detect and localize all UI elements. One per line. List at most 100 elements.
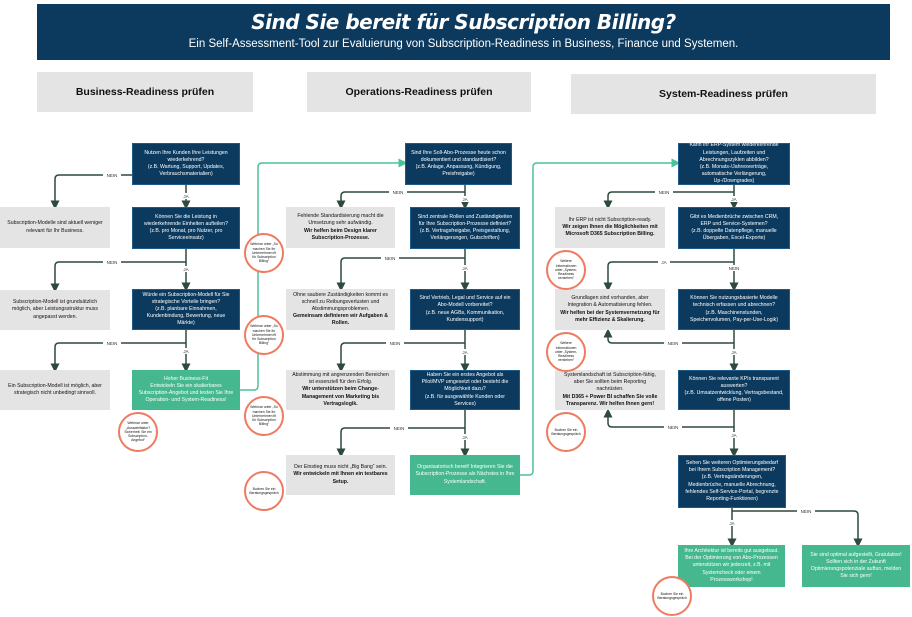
question-text: Würde ein Subscription-Modell für Sie st… xyxy=(142,291,230,305)
operations-answer-1: Fehlende Standardisierung macht die Umse… xyxy=(286,207,395,248)
question-text: Können Sie die Leistung in wiederkehrend… xyxy=(144,213,228,227)
answer-offer: Mit D365 + Power BI schaffen Sie volle T… xyxy=(562,393,658,407)
label-no: NEIN xyxy=(107,260,118,265)
question-hint: (z.B. Umsatzentwicklung, Vertragsbestand… xyxy=(684,390,784,404)
operations-question-2: Sind zentrale Rollen und Zuständigkeiten… xyxy=(410,207,520,249)
system-question-5: Sehen Sie weiteren Optimierungsbedarf be… xyxy=(678,455,786,508)
business-answer-1: Subscription-Modelle sind aktuell wenige… xyxy=(0,207,110,248)
operations-answer-2: Ohne saubere Zuständigkeiten kommt es sc… xyxy=(286,289,395,330)
answer-text: Grundlagen sind vorhanden, aber Integrat… xyxy=(567,295,653,309)
consultation-badge[interactable]: Buchen Sie ein Beratungsgespräch xyxy=(652,576,692,616)
page-header: Sind Sie bereit für Subscription Billing… xyxy=(37,4,890,60)
connector-no xyxy=(603,191,734,210)
system-answer-2: Grundlagen sind vorhanden, aber Integrat… xyxy=(555,289,665,330)
label-no: NEIN xyxy=(107,341,118,346)
question-hint: (z.B. Vertragsfreigabe, Preisgestaltung,… xyxy=(419,228,511,242)
section-business: Business-Readiness prüfen xyxy=(37,72,253,112)
operations-question-3: Sind Vertrieb, Legal und Service auf ein… xyxy=(410,289,520,330)
label-yes: JA xyxy=(462,266,467,271)
webinar-badge[interactable]: Webinar unter „So machen Sie Ihr Unterne… xyxy=(244,315,284,355)
label-yes: JA xyxy=(183,194,188,199)
question-hint: (z.B. Monats-/Jahresverträge, automatisc… xyxy=(699,164,769,185)
question-hint: (z.B. doppelte Datenpflege, manuelle Übe… xyxy=(691,228,777,242)
label-no: NEIN xyxy=(801,509,812,514)
operations-result: Organisatorisch bereit! Integrieren Sie … xyxy=(410,455,520,495)
operations-question-1: Sind Ihre Soll-Abo-Prozesse heute schon … xyxy=(405,143,512,185)
result-text: Organisatorisch bereit! Integrieren Sie … xyxy=(415,464,515,485)
label-no: NEIN xyxy=(394,426,405,431)
connector-no xyxy=(603,408,734,428)
connector-yes xyxy=(603,261,734,292)
question-hint: (z.B. pro Monat, pro Nutzer, pro Service… xyxy=(149,228,223,242)
label-no: NEIN xyxy=(659,190,670,195)
answer-offer: Wir helfen bei der Systemvernetzung für … xyxy=(560,309,660,323)
system-answer-3: Systemlandschaft ist Subscription-fähig,… xyxy=(555,370,665,410)
label-yes: JA xyxy=(661,260,666,265)
label-yes: JA xyxy=(731,197,736,202)
answer-offer: Wir entwickeln mit Ihnen ein testbares S… xyxy=(293,471,388,485)
label-no: NEIN xyxy=(729,266,740,271)
question-text: Sind zentrale Rollen und Zuständigkeiten… xyxy=(417,213,513,227)
webinar-badge[interactable]: Webinar unter „So machen Sie Ihr Unterne… xyxy=(244,233,284,273)
connector-no xyxy=(336,257,465,292)
label-yes: JA xyxy=(729,521,734,526)
question-text: Können Sie relevante KPIs transparent au… xyxy=(689,375,779,389)
label-no: NEIN xyxy=(385,256,396,261)
question-hint: (z.B. planbare Einnahmen, Kundenbindung,… xyxy=(146,305,226,327)
business-question-2: Können Sie die Leistung in wiederkehrend… xyxy=(132,207,240,249)
answer-offer: Wir zeigen Ihnen die Möglichkeiten mit M… xyxy=(562,223,658,238)
result-text: Ihre Architektur ist bereits gut ausgeba… xyxy=(684,548,779,583)
answer-text: Fehlende Standardisierung macht die Umse… xyxy=(297,213,384,227)
answer-text: Subscription-Modell ist grundsätzlich mö… xyxy=(12,299,98,320)
question-text: Können Sie nutzungsbasierte Modelle tech… xyxy=(690,295,778,309)
connector-no xyxy=(732,510,863,548)
answer-text: Der Einstieg muss nicht „Big Bang“ sein. xyxy=(294,464,387,471)
info-badge[interactable]: Weitere Informationen unter „System-Read… xyxy=(546,250,586,290)
webinar-badge[interactable]: Webinar unter „So machen Sie Ihr Unterne… xyxy=(244,396,284,436)
business-question-3: Würde ein Subscription-Modell für Sie st… xyxy=(132,289,240,330)
system-result-no: Sie sind optimal aufgestellt, Gratulatio… xyxy=(802,545,910,587)
section-operations: Operations-Readiness prüfen xyxy=(307,72,531,112)
answer-offer: Wir helfen beim Design klarer Subscripti… xyxy=(304,227,377,241)
business-question-1: Nutzen Ihre Kunden Ihre Leistungen wiede… xyxy=(132,143,240,185)
answer-text: Ein Subscription-Modell ist möglich, abe… xyxy=(8,382,102,396)
answer-text: Ohne saubere Zuständigkeiten kommt es sc… xyxy=(293,291,388,312)
question-text: Nutzen Ihre Kunden Ihre Leistungen wiede… xyxy=(144,149,228,163)
page-subtitle: Ein Self-Assessment-Tool zur Evaluierung… xyxy=(188,38,739,50)
connector-no xyxy=(50,342,186,373)
system-question-2: Gibt es Medienbrüche zwischen CRM, ERP u… xyxy=(678,207,790,249)
question-hint: (z.B. Maschinenstunden, Speichervolumen,… xyxy=(690,309,778,323)
connector-no xyxy=(50,261,186,293)
result-text: Sie sind optimal aufgestellt, Gratulatio… xyxy=(810,551,902,580)
operations-answer-3: Abstimmung mit angrenzenden Bereichen is… xyxy=(286,370,395,410)
consultation-badge[interactable]: Buchen Sie ein Beratungsgespräch xyxy=(546,412,586,452)
label-yes: JA xyxy=(462,435,467,440)
question-hint: (z.B. Wartung, Support, Updates, Verbrau… xyxy=(147,164,225,178)
answer-text: Ihr ERP ist nicht Subscription-ready. xyxy=(568,216,652,223)
connector-no xyxy=(336,342,465,373)
question-text: Gibt es Medienbrüche zwischen CRM, ERP u… xyxy=(689,213,779,227)
operations-answer-4: Der Einstieg muss nicht „Big Bang“ sein.… xyxy=(286,455,395,495)
connector-no xyxy=(336,427,465,458)
label-no: NEIN xyxy=(668,425,679,430)
system-question-4: Können Sie relevante KPIs transparent au… xyxy=(678,370,790,410)
webinar-badge[interactable]: Webinar unter „Auswahlfaktor? Sicherheit… xyxy=(118,412,158,452)
label-no: NEIN xyxy=(107,173,118,178)
label-yes: JA xyxy=(731,433,736,438)
business-answer-2: Subscription-Modell ist grundsätzlich mö… xyxy=(0,290,110,330)
page-title: Sind Sie bereit für Subscription Billing… xyxy=(251,10,676,34)
label-yes: JA xyxy=(462,350,467,355)
answer-offer: Wir unterstützen beim Change-Management … xyxy=(301,386,380,407)
connector-to-operations xyxy=(240,158,408,391)
system-question-1: Kann Ihr ERP-System wiederkehrende Leist… xyxy=(678,142,790,185)
answer-text: Systemlandschaft ist Subscription-fähig,… xyxy=(564,372,656,393)
connector-no xyxy=(603,328,734,344)
business-result: Hoher Business-Fit Entwickeln Sie ein sk… xyxy=(132,370,240,410)
operations-question-4: Haben Sie ein erstes Angebot als Pilot/M… xyxy=(410,370,520,410)
question-text: Sind Ihre Soll-Abo-Prozesse heute schon … xyxy=(411,149,506,163)
info-badge[interactable]: Weitere Informationen unter „System-Read… xyxy=(546,332,586,372)
consultation-badge[interactable]: Buchen Sie ein Beratungsgespräch xyxy=(244,471,284,511)
label-yes: JA xyxy=(183,349,188,354)
label-yes: JA xyxy=(731,350,736,355)
